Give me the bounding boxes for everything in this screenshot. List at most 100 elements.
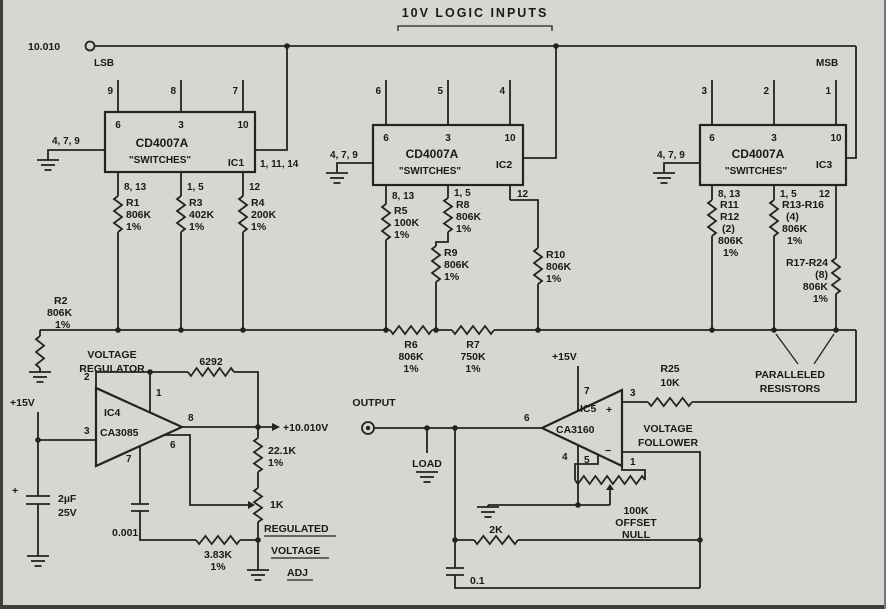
r9-tol: 1% bbox=[444, 271, 460, 283]
ic5-part-number: CA3160 bbox=[556, 424, 595, 436]
load-label: LOAD bbox=[412, 458, 442, 470]
resistor-r6 bbox=[389, 324, 433, 336]
ic4-pin2: 2 bbox=[84, 372, 90, 383]
paralleled-label-2: RESISTORS bbox=[760, 383, 821, 395]
r8-value: 806K bbox=[456, 211, 482, 223]
resistor-6292 bbox=[187, 366, 235, 378]
ic4-pin6: 6 bbox=[170, 440, 176, 451]
resistor-22k1 bbox=[252, 437, 264, 473]
cap-01-value: 0.1 bbox=[470, 575, 485, 587]
ic2-bottom-pins-3: 12 bbox=[517, 189, 529, 200]
regulator-title-1: VOLTAGE bbox=[87, 349, 136, 361]
ic2-function: "SWITCHES" bbox=[399, 166, 462, 177]
ic2-designator: IC2 bbox=[496, 159, 513, 171]
ic3-pin1: 1 bbox=[825, 86, 831, 97]
r1-tol: 1% bbox=[126, 221, 142, 233]
r12-name: R12 bbox=[720, 211, 739, 223]
r1k-value: 1K bbox=[270, 499, 284, 511]
ic1-resistors: R1 806K 1% R3 402K 1% R4 200K 1% bbox=[112, 195, 277, 330]
ic4-designator: IC4 bbox=[104, 407, 121, 419]
ic5-pin1: 1 bbox=[630, 457, 636, 468]
ic2-pin6: 6 bbox=[375, 86, 381, 97]
adj-label-1: REGULATED bbox=[264, 523, 329, 535]
resistor-r8 bbox=[442, 197, 454, 233]
r7-tol: 1% bbox=[465, 363, 481, 375]
ground-symbol bbox=[246, 569, 270, 581]
resistor-r1 bbox=[112, 195, 124, 233]
opamp-ic5-body bbox=[539, 388, 624, 468]
ic5-pin3: 3 bbox=[630, 388, 636, 399]
ic1-function: "SWITCHES" bbox=[129, 155, 192, 166]
follower-label-1: VOLTAGE bbox=[643, 423, 692, 435]
r4-value: 200K bbox=[251, 209, 277, 221]
ic2-pin5: 5 bbox=[437, 86, 443, 97]
ic1-bottom-pins-3: 12 bbox=[249, 182, 261, 193]
ground-symbol bbox=[476, 506, 500, 518]
r11-value: 806K bbox=[718, 235, 744, 247]
r3-tol: 1% bbox=[189, 221, 205, 233]
r22k1-tol: 1% bbox=[268, 457, 284, 469]
ic1-inner-pin6: 6 bbox=[115, 120, 121, 131]
r1-value: 806K bbox=[126, 209, 152, 221]
r5-name: R5 bbox=[394, 205, 408, 217]
ic3-bottom-pins-2: 1, 5 bbox=[780, 189, 797, 200]
r9-value: 806K bbox=[444, 259, 470, 271]
ic3-left-pins: 4, 7, 9 bbox=[657, 150, 685, 161]
r11-tol: 1% bbox=[723, 247, 739, 259]
r6-name: R6 bbox=[404, 339, 418, 351]
r2k-value: 2K bbox=[489, 524, 503, 536]
offset-value: 100K bbox=[623, 505, 649, 517]
ic2-inner-pin6: 6 bbox=[383, 133, 389, 144]
ic1-body bbox=[103, 110, 257, 174]
r3k83-value: 3.83K bbox=[204, 549, 232, 561]
r17-name: R17-R24 bbox=[786, 257, 828, 269]
r17-value: 806K bbox=[803, 281, 829, 293]
ic1-bottom-pins-2: 1, 5 bbox=[187, 182, 204, 193]
r9-name: R9 bbox=[444, 247, 458, 259]
ground-symbol bbox=[652, 172, 676, 184]
ic3-pin3: 3 bbox=[701, 86, 707, 97]
r11-name: R11 bbox=[720, 199, 739, 211]
r10-value: 806K bbox=[546, 261, 572, 273]
resistor-r11-r12 bbox=[706, 199, 718, 237]
r3k83-tol: 1% bbox=[210, 561, 226, 573]
ic4-pin1: 1 bbox=[156, 388, 162, 399]
scan-edge-bottom bbox=[0, 605, 886, 609]
ic2-part-number: CD4007A bbox=[406, 147, 459, 161]
r10-name: R10 bbox=[546, 249, 565, 261]
r5-value: 100K bbox=[394, 217, 420, 229]
ic4-pin3: 3 bbox=[84, 426, 90, 437]
ic4-pin8: 8 bbox=[188, 413, 194, 424]
ic4-pin7: 7 bbox=[126, 454, 132, 465]
lsb-label: LSB bbox=[94, 58, 114, 69]
ic3-designator: IC3 bbox=[816, 159, 833, 171]
ic2-left-pins: 4, 7, 9 bbox=[330, 150, 358, 161]
ic4-part-number: CA3085 bbox=[100, 427, 139, 439]
ic5-designator: IC5 bbox=[580, 403, 597, 415]
r4-name: R4 bbox=[251, 197, 265, 209]
paralleled-label-1: PARALLELED bbox=[755, 369, 825, 381]
ic3-pin2: 2 bbox=[763, 86, 769, 97]
regulator-vout-label: +10.010V bbox=[283, 422, 328, 434]
r2-name: R2 bbox=[54, 295, 68, 307]
voltage-regulator-section: VOLTAGE REGULATOR +15V + 2µF 25V IC4 CA3… bbox=[10, 349, 336, 581]
ic5-inverting-sign: − bbox=[605, 445, 611, 457]
ic2-bottom-pins-1: 8, 13 bbox=[392, 191, 415, 202]
r22k1-value: 22.1K bbox=[268, 445, 296, 457]
ic3-inner-pin10: 10 bbox=[830, 133, 842, 144]
ground-symbol bbox=[36, 159, 60, 171]
r25-name: R25 bbox=[660, 363, 679, 375]
ic1-switches: 9 8 7 6 3 10 CD4007A "SWITCHES" IC1 4, 7… bbox=[36, 80, 299, 196]
adj-label-3: ADJ bbox=[287, 567, 308, 579]
resistor-2k bbox=[473, 534, 519, 546]
resistor-r2 bbox=[34, 335, 46, 369]
r13-count: (4) bbox=[786, 211, 799, 223]
follower-label-2: FOLLOWER bbox=[638, 437, 698, 449]
r7-name: R7 bbox=[466, 339, 480, 351]
vout-arrow bbox=[272, 423, 280, 431]
cap-2uf-polarity: + bbox=[12, 485, 18, 497]
resistor-r3 bbox=[175, 195, 187, 233]
ic1-right-pins: 1, 11, 14 bbox=[260, 159, 299, 170]
r11-count: (2) bbox=[722, 223, 735, 235]
